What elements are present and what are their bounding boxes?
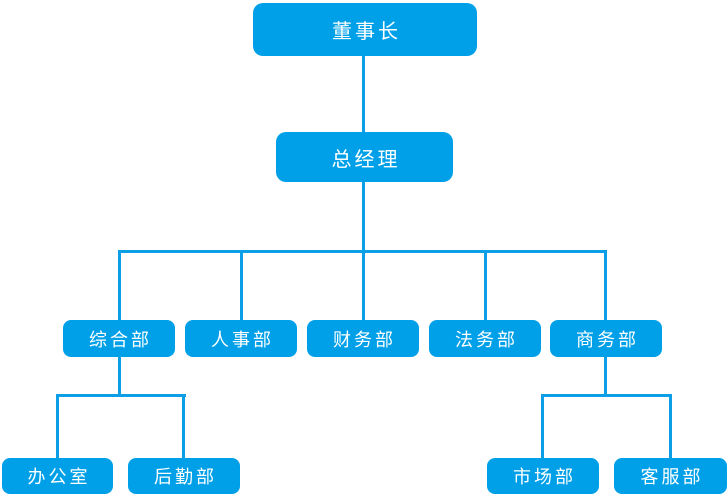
connector-right-sub-bus bbox=[541, 394, 672, 397]
org-node-logistics[interactable]: 后勤部 bbox=[128, 458, 240, 494]
org-node-label-hr: 人事部 bbox=[211, 329, 274, 351]
org-node-marketing[interactable]: 市场部 bbox=[487, 458, 599, 494]
org-node-office[interactable]: 办公室 bbox=[2, 458, 113, 494]
org-node-label-customer-service: 客服部 bbox=[640, 467, 704, 488]
connector-business-down bbox=[604, 357, 607, 396]
org-node-finance[interactable]: 财务部 bbox=[307, 320, 419, 357]
connector-left-sub-bus bbox=[56, 394, 186, 397]
org-node-label-business: 商务部 bbox=[576, 329, 639, 351]
org-node-label-general-manager: 总经理 bbox=[331, 146, 401, 171]
org-node-general-manager[interactable]: 总经理 bbox=[276, 132, 453, 182]
connector-bus-office bbox=[56, 394, 59, 458]
org-node-legal[interactable]: 法务部 bbox=[429, 320, 541, 357]
connector-bus-general-affairs bbox=[118, 250, 121, 320]
connector-gm-bus bbox=[362, 182, 365, 252]
connector-bus-legal bbox=[484, 250, 487, 320]
connector-chairman-gm bbox=[362, 56, 365, 132]
org-node-customer-service[interactable]: 客服部 bbox=[614, 458, 727, 494]
org-node-label-marketing: 市场部 bbox=[513, 467, 576, 488]
connector-bus-customer-service bbox=[669, 394, 672, 458]
connector-general-affairs-down bbox=[118, 357, 121, 396]
org-node-label-general-affairs: 综合部 bbox=[89, 329, 152, 351]
org-node-label-legal: 法务部 bbox=[455, 329, 518, 351]
connector-bus-business bbox=[604, 250, 607, 320]
org-node-general-affairs[interactable]: 综合部 bbox=[63, 320, 175, 357]
org-node-label-office: 办公室 bbox=[27, 467, 91, 488]
org-node-label-logistics: 后勤部 bbox=[154, 467, 217, 488]
org-node-hr[interactable]: 人事部 bbox=[185, 320, 297, 357]
org-node-business[interactable]: 商务部 bbox=[550, 320, 662, 357]
org-node-label-finance: 财务部 bbox=[333, 329, 396, 351]
connector-bus-finance bbox=[362, 250, 365, 320]
org-node-label-chairman: 董事长 bbox=[332, 19, 401, 43]
org-node-chairman[interactable]: 董事长 bbox=[253, 3, 477, 56]
connector-bus-hr bbox=[240, 250, 243, 320]
connector-bus-marketing bbox=[541, 394, 544, 458]
connector-bus-logistics bbox=[182, 394, 185, 458]
